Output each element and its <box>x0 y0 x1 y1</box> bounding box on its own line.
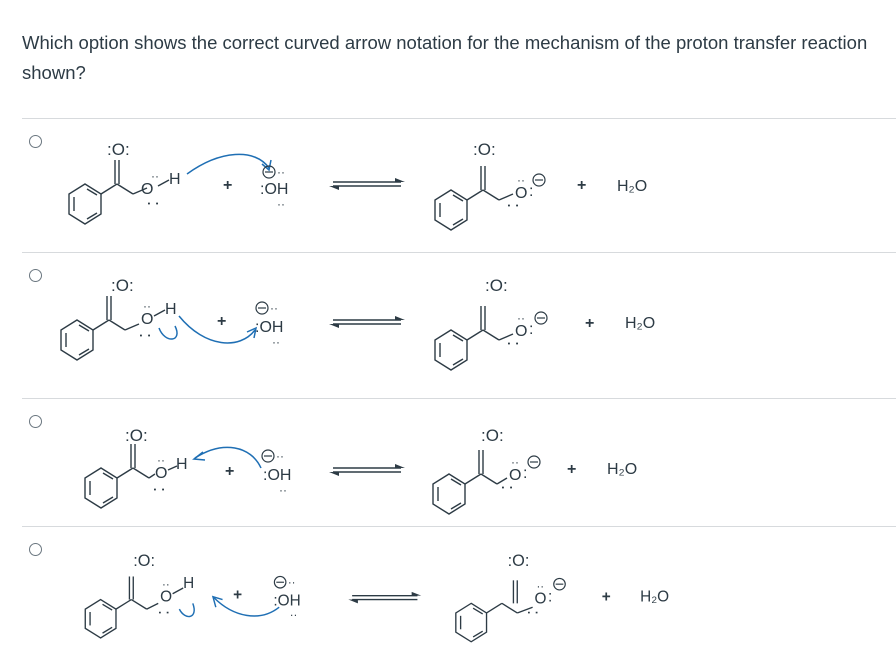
product-o-label: O <box>535 590 547 607</box>
hydrogen-label: H <box>176 456 188 473</box>
question-text: Which option shows the correct curved ar… <box>22 32 868 83</box>
svg-text::: : <box>498 485 518 490</box>
svg-text:··: ·· <box>536 581 544 593</box>
carbonyl-o-label: :O: <box>133 552 155 570</box>
svg-text:··: ·· <box>517 311 525 325</box>
svg-text::: : <box>523 465 527 482</box>
hydrogen-label: H <box>169 171 181 188</box>
plus-sign: + <box>217 313 226 330</box>
carbonyl-o-label: :O: <box>125 426 148 445</box>
svg-text::: : <box>504 203 524 208</box>
svg-text:··: ·· <box>277 165 285 179</box>
svg-text:··: ·· <box>151 169 159 183</box>
curved-arrow <box>186 153 270 175</box>
svg-text::: : <box>144 201 164 206</box>
plus-sign: + <box>223 177 232 194</box>
svg-text:··: ·· <box>162 579 170 591</box>
svg-text:··: ·· <box>157 453 165 467</box>
svg-text::: : <box>136 333 156 338</box>
hydroxide-label: :OH <box>260 181 288 198</box>
svg-text:··: ·· <box>517 173 525 187</box>
svg-text:··: ·· <box>511 455 519 469</box>
svg-text:··: ·· <box>290 610 298 622</box>
hydroxyl-o-label: O <box>160 588 172 605</box>
svg-text:··: ·· <box>276 449 284 463</box>
option-divider <box>22 118 896 119</box>
product-carbonyl-o-label: :O: <box>473 140 496 159</box>
product-o-label: O <box>509 467 521 484</box>
svg-text::: : <box>150 487 170 492</box>
curved-arrow <box>213 597 280 617</box>
plus-sign: + <box>577 177 586 194</box>
svg-text:··: ·· <box>272 335 280 349</box>
option-a-scheme: :O: O ·· : H + ·· :OH ·· :O: O ·· : : + … <box>68 140 647 231</box>
hydroxide-label: :OH <box>255 319 283 336</box>
option-d-scheme: :O: O ·· : H + ·· :OH ·· :O: O ·· : : + … <box>84 552 669 643</box>
option-divider <box>22 252 896 253</box>
hydroxyl-o-label: O <box>141 311 153 328</box>
carbonyl-o-label: :O: <box>107 140 130 159</box>
svg-text::: : <box>155 610 175 615</box>
product-o-label: O <box>515 185 527 202</box>
water-label: H₂O <box>640 588 669 605</box>
option-b-radio[interactable] <box>29 269 42 282</box>
svg-text::: : <box>524 610 544 615</box>
svg-text::: : <box>504 341 524 346</box>
water-label: H₂O <box>617 178 647 195</box>
water-label: H₂O <box>607 461 637 478</box>
svg-text:··: ·· <box>288 577 296 589</box>
option-a-radio[interactable] <box>29 135 42 148</box>
curved-arrow <box>158 325 178 340</box>
option-c-radio[interactable] <box>29 415 42 428</box>
product-carbonyl-o-label: :O: <box>485 276 508 295</box>
svg-text::: : <box>548 588 552 605</box>
hydrogen-label: H <box>165 301 177 318</box>
option-d-radio[interactable] <box>29 543 42 556</box>
option-divider <box>22 526 896 527</box>
plus-sign: + <box>602 588 611 605</box>
option-b-scheme: :O: O ·· : H + ·· :OH ·· :O: O ·· : : + … <box>60 276 655 371</box>
curved-arrow <box>178 315 256 344</box>
carbonyl-o-label: :O: <box>111 276 134 295</box>
product-o-label: O <box>515 323 527 340</box>
plus-sign: + <box>585 315 594 332</box>
hydroxide-label: :OH <box>273 592 300 609</box>
hydroxyl-o-label: O <box>155 465 167 482</box>
svg-text::: : <box>529 183 533 200</box>
svg-text:··: ·· <box>279 483 287 497</box>
svg-text::: : <box>529 321 533 338</box>
plus-sign: + <box>233 587 242 604</box>
hydroxide-label: :OH <box>263 467 291 484</box>
curved-arrow <box>178 603 195 618</box>
hydroxyl-o-label: O <box>141 181 153 198</box>
product-carbonyl-o-label: :O: <box>481 426 504 445</box>
svg-text:··: ·· <box>277 197 285 211</box>
svg-text:··: ·· <box>270 301 278 315</box>
option-divider <box>22 398 896 399</box>
curved-arrow <box>194 446 262 469</box>
product-carbonyl-o-label: :O: <box>508 552 530 570</box>
water-label: H₂O <box>625 315 655 332</box>
plus-sign: + <box>225 463 234 480</box>
plus-sign: + <box>567 461 576 478</box>
option-c-scheme: :O: O ·· : H + ·· :OH ·· :O: O ·· : : + … <box>84 426 637 515</box>
svg-text:··: ·· <box>143 299 151 313</box>
hydrogen-label: H <box>183 575 194 592</box>
